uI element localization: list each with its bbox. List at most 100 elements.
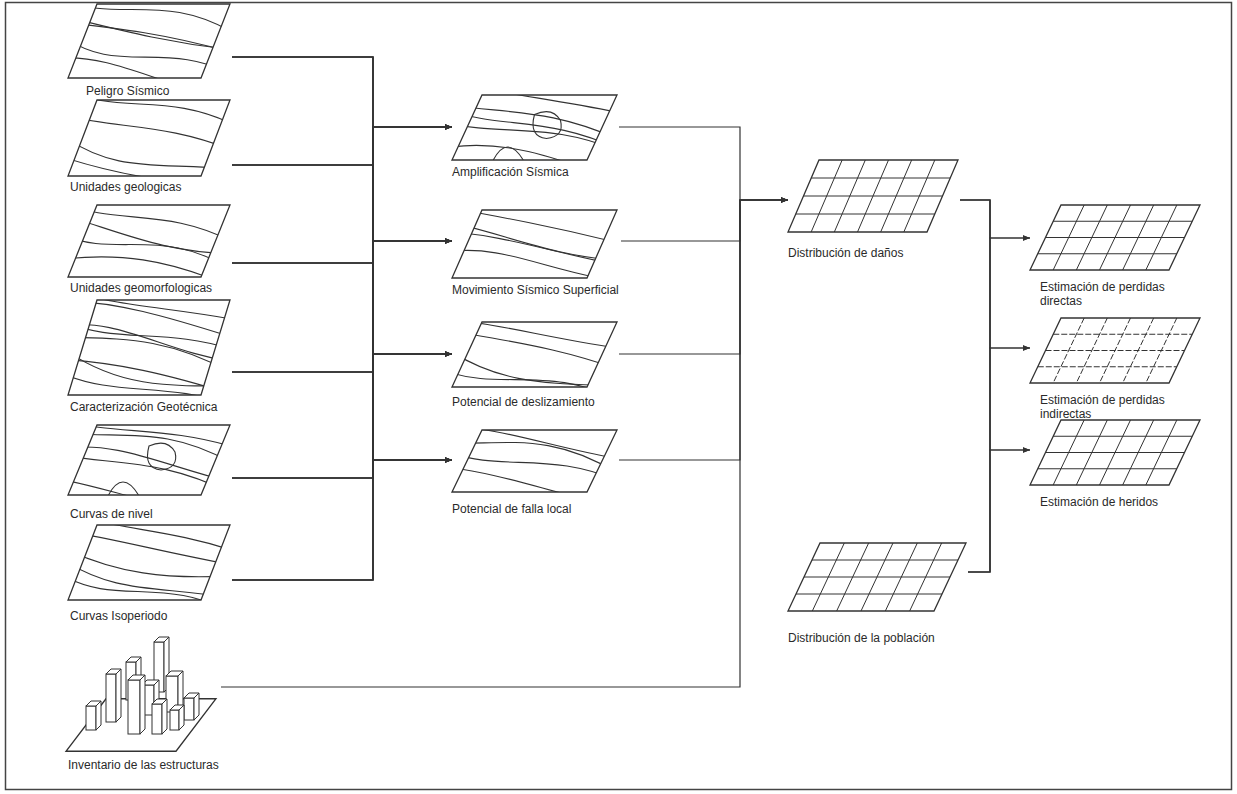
grid-col	[910, 543, 942, 611]
layer-label: Estimación de perdidas indirectas	[1040, 393, 1190, 421]
map-layer: Amplificación Sísmica	[452, 95, 619, 181]
layer-shape	[1030, 420, 1202, 487]
layer-shape	[68, 425, 232, 497]
contour-line	[447, 145, 622, 182]
map-layer: Potencial de falla local	[452, 430, 619, 518]
layer-shape	[68, 4, 232, 80]
building-block	[184, 693, 199, 720]
layer-label: Potencial de falla local	[452, 502, 571, 516]
flow-connector	[232, 57, 452, 241]
contour-lines	[447, 427, 622, 508]
layer-label: Amplificación Sísmica	[452, 165, 569, 179]
map-outline	[68, 525, 230, 600]
grid-col	[1123, 318, 1154, 383]
contour-line	[447, 207, 622, 244]
grid-col	[1146, 318, 1177, 383]
map-outline	[452, 430, 617, 492]
contour-loop	[109, 482, 139, 495]
grid-outline	[788, 543, 966, 611]
flow-connector	[232, 460, 452, 478]
flow-connector	[232, 127, 452, 580]
contour-line	[63, 0, 235, 34]
grid-col	[1053, 420, 1084, 485]
layer-shape	[1030, 318, 1202, 385]
contour-line	[447, 427, 622, 460]
building-block	[106, 669, 121, 722]
building-block	[86, 701, 101, 730]
map-outline	[452, 210, 617, 278]
contour-line	[447, 222, 622, 261]
contour-loop	[533, 112, 561, 139]
grid-lines	[796, 543, 958, 611]
map-outline	[452, 322, 617, 387]
grid-col	[1100, 318, 1131, 383]
layer-shape	[68, 205, 232, 279]
map-layer: Caracterización Geotécnica	[68, 300, 232, 416]
grid-layer: Estimación de perdidas indirectas	[1030, 318, 1202, 423]
grid-col	[1053, 318, 1084, 383]
flow-connector	[221, 200, 788, 687]
grid-outline	[1030, 205, 1200, 270]
grid-col	[885, 543, 917, 611]
frame-border	[6, 3, 1232, 790]
flow-connector	[232, 354, 452, 372]
layer-label: Unidades geologicas	[70, 180, 181, 194]
grid-lines	[796, 160, 951, 232]
flow-connector	[232, 127, 452, 263]
grid-layer: Estimación de perdidas directas	[1030, 205, 1202, 310]
grid-lines	[1038, 318, 1193, 383]
grid-col	[858, 160, 889, 232]
flow-connector	[232, 241, 452, 263]
contour-lines	[63, 202, 235, 288]
layer-label: Curvas Isoperiodo	[70, 609, 167, 623]
flow-connector	[232, 372, 452, 460]
layer-shape	[788, 160, 960, 234]
contour-line	[447, 250, 622, 282]
flow-connector	[232, 241, 452, 580]
map-outline	[68, 4, 230, 78]
grid-col	[812, 543, 844, 611]
grid-col	[1123, 205, 1154, 270]
layer-label: Movimiento Sísmico Superficial	[452, 283, 619, 297]
grid-col	[1076, 318, 1107, 383]
grid-lines	[1038, 205, 1193, 270]
contour-line	[63, 447, 235, 483]
contour-line	[63, 22, 235, 53]
flow-connector	[232, 127, 452, 478]
grid-col	[1146, 420, 1177, 485]
grid-col	[1076, 205, 1107, 270]
map-layer: Curvas Isoperiodo	[68, 525, 232, 625]
layer-shape	[452, 210, 619, 280]
layer-label: Estimación de perdidas directas	[1040, 280, 1190, 308]
layer-label: Inventario de las estructuras	[68, 758, 219, 772]
contour-line	[63, 235, 235, 273]
contour-line	[447, 452, 622, 483]
flow-connector	[968, 450, 1030, 572]
grid-col	[1123, 420, 1154, 485]
map-layer: Unidades geomorfologicas	[68, 205, 232, 297]
layer-shape	[66, 630, 218, 757]
map-layer: Movimiento Sísmico Superficial	[452, 210, 621, 299]
layer-shape	[452, 95, 619, 162]
building-block	[128, 675, 145, 734]
contour-line	[447, 319, 622, 349]
contour-line	[63, 215, 235, 253]
grid-outline	[788, 160, 958, 232]
building-block	[166, 671, 183, 712]
flow-connector	[621, 200, 788, 241]
map-outline	[68, 100, 230, 176]
layer-shape	[452, 430, 619, 494]
grid-col	[1100, 420, 1131, 485]
contour-line	[447, 232, 622, 266]
contour-line	[63, 88, 235, 126]
flow-connector	[232, 57, 452, 127]
contour-line	[63, 289, 235, 320]
layer-shape	[68, 300, 232, 397]
flow-connector	[619, 200, 788, 460]
layer-shape	[452, 322, 619, 389]
map-layer: Peligro Sísmico	[68, 4, 232, 100]
grid-col	[837, 543, 869, 611]
flow-connector	[232, 165, 452, 354]
grid-col	[1146, 205, 1177, 270]
grid-lines	[1038, 420, 1193, 485]
